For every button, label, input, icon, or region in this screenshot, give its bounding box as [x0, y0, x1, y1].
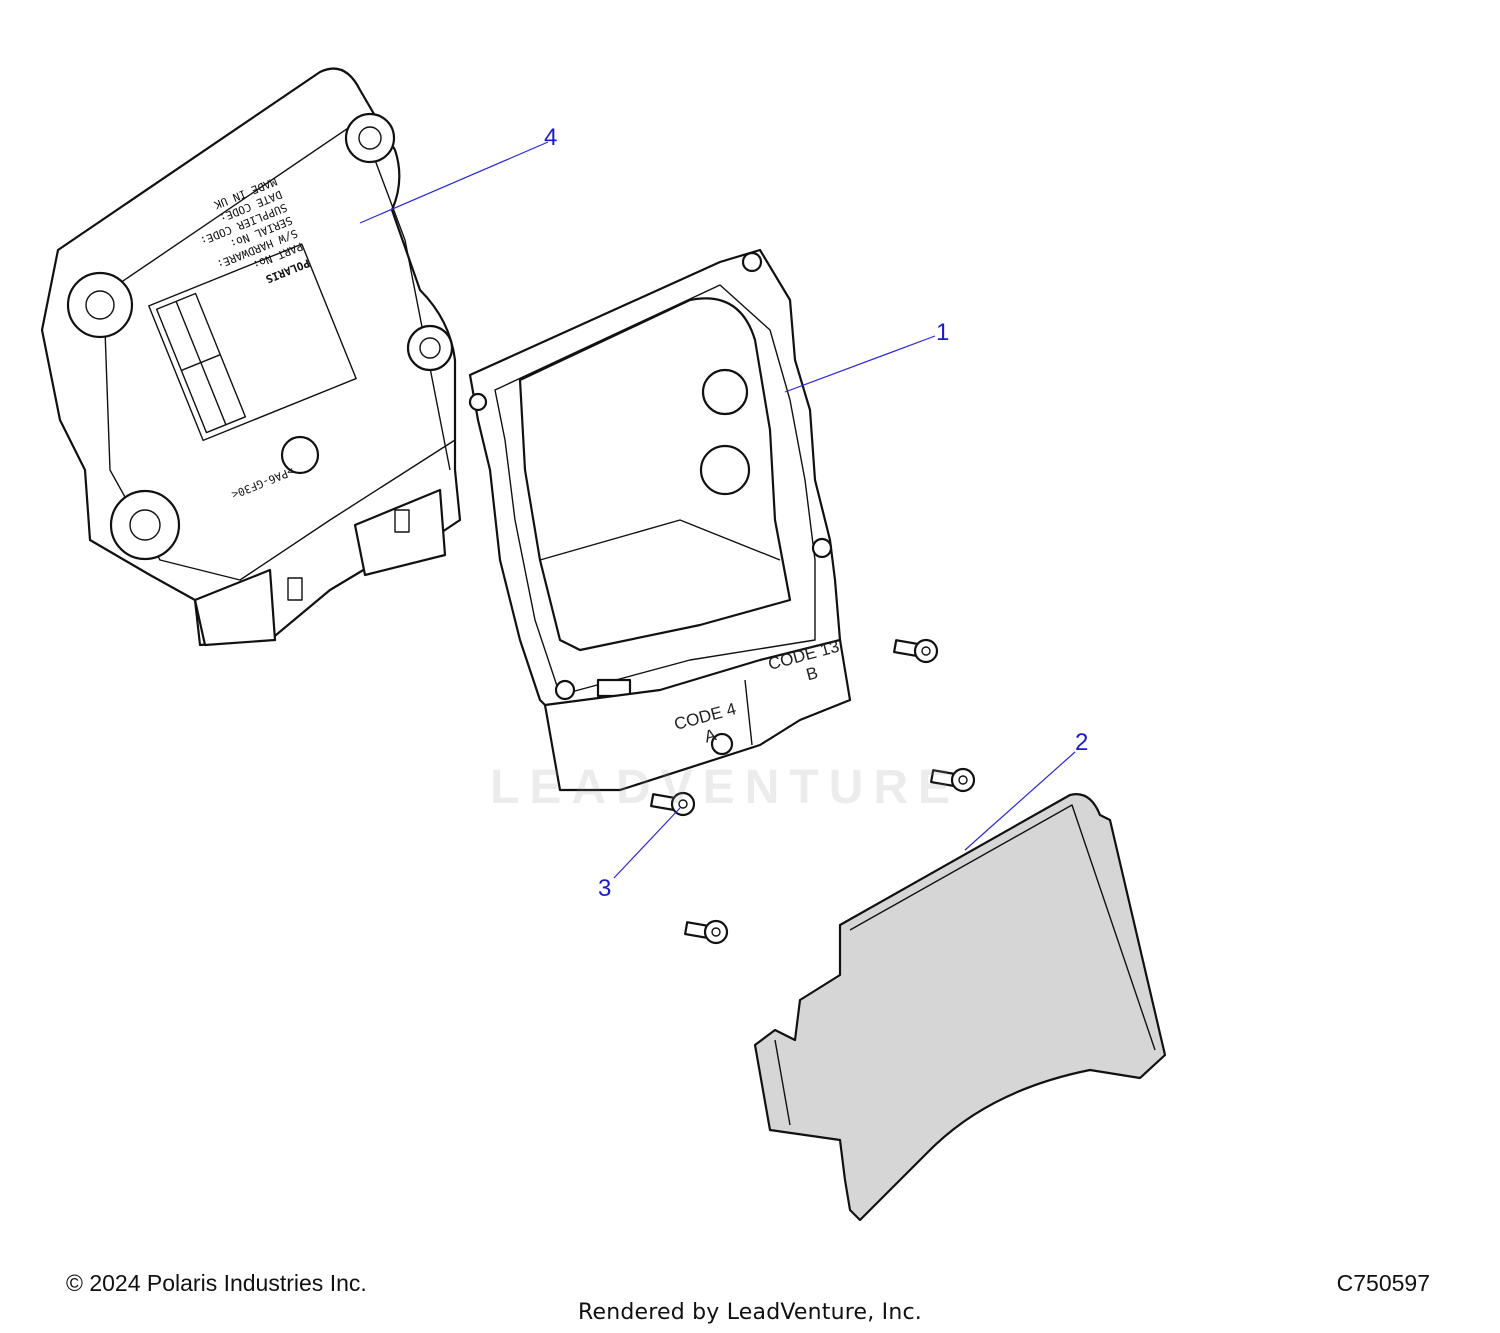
- rendered-by-text: Rendered by LeadVenture, Inc.: [578, 1300, 922, 1325]
- callout-2: 2: [1075, 729, 1088, 756]
- screws-part-3: [650, 638, 976, 945]
- leader-line-4: [359, 141, 549, 224]
- cover-plate-part-2: [753, 793, 1167, 1222]
- screw-4: [684, 919, 729, 945]
- callout-1: 1: [936, 319, 949, 346]
- screw-1: [893, 638, 939, 664]
- copyright-text: © 2024 Polaris Industries Inc.: [66, 1270, 367, 1296]
- callout-3: 3: [598, 875, 611, 902]
- watermark: LEADVENTURE: [490, 761, 961, 814]
- figure-id: C750597: [1336, 1270, 1430, 1296]
- leader-line-1: [784, 335, 936, 393]
- leader-lines: [359, 141, 1076, 879]
- leader-line-2: [964, 751, 1076, 851]
- ecu-module-part-1: CODE 4 A CODE 13 B: [468, 248, 852, 792]
- screw-3: [650, 791, 696, 817]
- screw-2: [930, 767, 976, 793]
- ecu-housing-part-4: POLARIS PART No: S/W HARDWARE: SERIAL No…: [40, 67, 462, 647]
- connector-b-letter: B: [804, 663, 820, 684]
- callout-4: 4: [544, 124, 557, 151]
- leader-line-3: [613, 807, 681, 879]
